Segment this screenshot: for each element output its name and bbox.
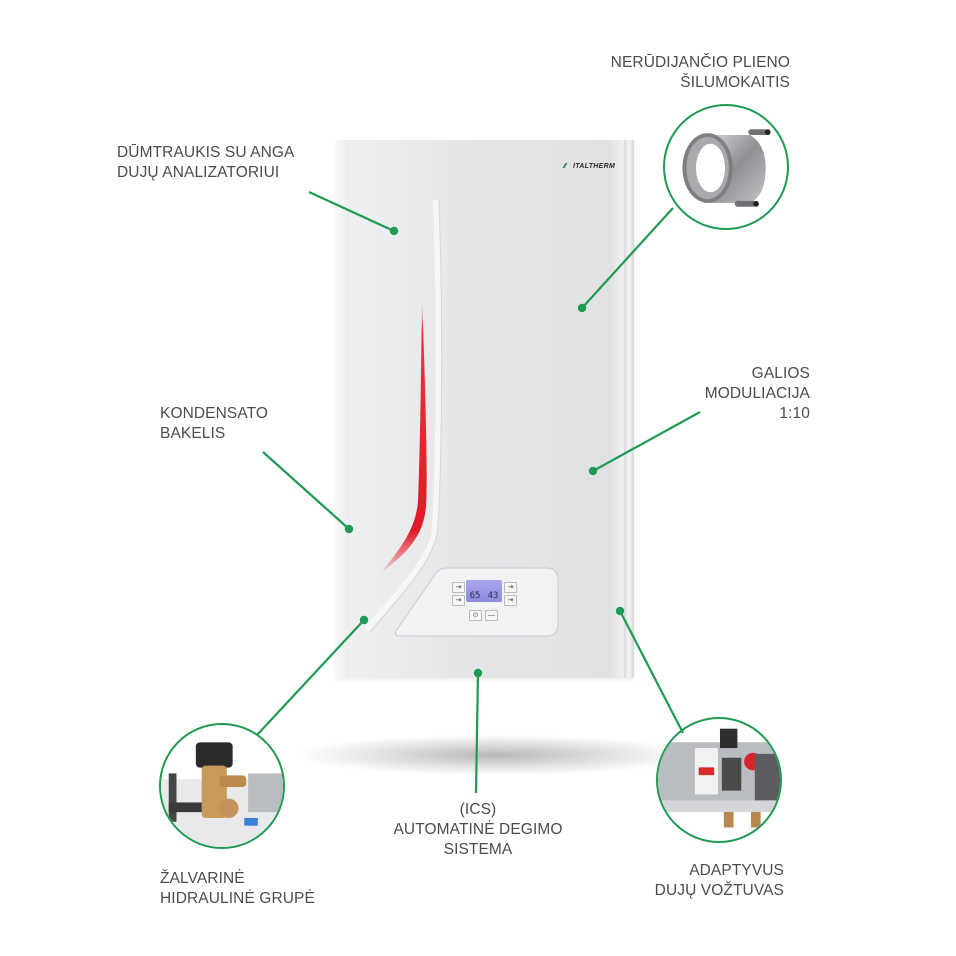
control-button-right-bottom[interactable]: ⇥ xyxy=(504,595,517,606)
label-heat-exchanger: NERŪDIJANČIO PLIENO ŠILUMOKAITIS xyxy=(611,53,790,93)
gas-valve-icon xyxy=(658,728,780,828)
lcd-right-value: 43 xyxy=(487,591,499,601)
red-swoosh xyxy=(382,298,427,572)
label-line: ŠILUMOKAITIS xyxy=(680,74,790,91)
heat-exchanger-photo xyxy=(663,104,789,230)
coil-icon xyxy=(682,129,771,207)
label-line: DUJŲ ANALIZATORIUI xyxy=(117,164,280,181)
label-condensate-tank: KONDENSATO BAKELIS xyxy=(160,404,268,444)
label-gas-valve: ADAPTYVUS DUJŲ VOŽTUVAS xyxy=(655,861,784,901)
boiler-unit: ITALTHERM ⇥ ⇥ ⇥ ⇥ ⊙ — 65 43 xyxy=(336,140,634,678)
label-line: ŽALVARINĖ xyxy=(160,870,245,887)
label-line: DŪMTRAUKIS SU ANGA xyxy=(117,144,295,161)
control-button-mode[interactable]: — xyxy=(485,610,498,621)
control-button-left-bottom[interactable]: ⇥ xyxy=(452,595,465,606)
label-line: GALIOS xyxy=(751,365,810,382)
label-line: AUTOMATINĖ DEGIMO xyxy=(393,821,563,838)
brass-hydraulic-icon xyxy=(161,742,283,847)
label-line: (ICS) xyxy=(459,801,497,818)
label-line: ADAPTYVUS xyxy=(689,862,784,879)
gas-valve-photo xyxy=(656,717,782,843)
label-power-modulation: GALIOS MODULIACIJA 1:10 xyxy=(705,364,810,424)
logo-text: ITALTHERM xyxy=(573,163,616,170)
label-line: HIDRAULINĖ GRUPĖ xyxy=(160,890,315,907)
label-line: NERŪDIJANČIO PLIENO xyxy=(610,54,790,71)
label-line: 1:10 xyxy=(779,405,810,422)
label-line: DUJŲ VOŽTUVAS xyxy=(654,882,784,899)
lcd-left-value: 65 xyxy=(469,591,481,601)
label-line: BAKELIS xyxy=(160,425,226,442)
label-hydraulic-group: ŽALVARINĖ HIDRAULINĖ GRUPĖ xyxy=(160,869,315,909)
label-line: SISTEMA xyxy=(443,841,513,858)
brand-logo: ITALTHERM xyxy=(562,163,616,170)
boiler-left-edge xyxy=(336,140,350,678)
label-line: KONDENSATO xyxy=(160,405,269,422)
floor-shadow xyxy=(300,735,690,775)
control-button-left-top[interactable]: ⇥ xyxy=(452,582,465,593)
control-button-right-top[interactable]: ⇥ xyxy=(504,582,517,593)
label-line: MODULIACIJA xyxy=(704,385,810,402)
label-ignition-system: (ICS) AUTOMATINĖ DEGIMO SISTEMA xyxy=(368,800,588,860)
front-panel-contour xyxy=(363,199,559,637)
label-flue-gas-analyzer: DŪMTRAUKIS SU ANGA DUJŲ ANALIZATORIUI xyxy=(117,143,295,183)
control-button-reset[interactable]: ⊙ xyxy=(469,610,482,621)
lcd-display: 65 43 xyxy=(466,580,502,602)
boiler-right-edge xyxy=(624,140,634,678)
hydraulic-group-photo xyxy=(159,723,285,849)
